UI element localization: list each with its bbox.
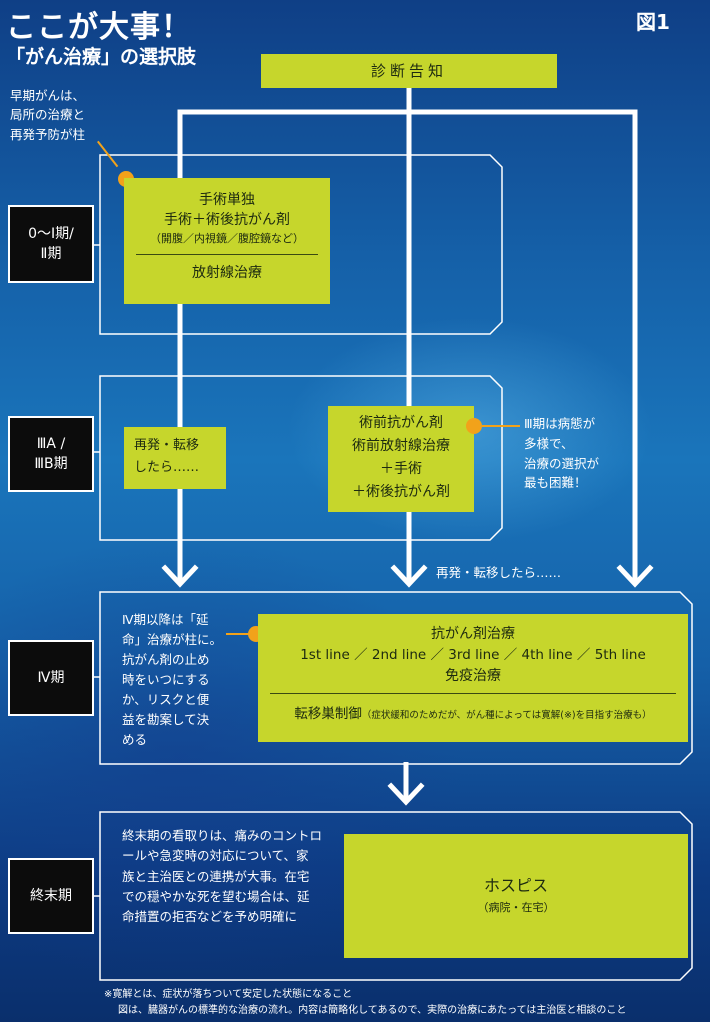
frame-stage3 [99,375,503,541]
early-treatment-methods: （開腹／内視鏡／腹腔鏡など） [150,232,304,245]
stage4-chemo: 抗がん剤治療 [431,626,515,642]
frame-early [99,154,503,335]
arrowhead-center [390,564,428,588]
stage3-treatment-box: 術前抗がん剤 術前放射線治療 ＋手術 ＋術後抗がん剤 [328,406,474,512]
hospice-box: ホスピス （病院・在宅） [344,834,688,958]
arrowhead-right [616,564,654,588]
header-title: ここが大事！ [6,10,192,45]
stage3-recurrence-box: 再発・転移 したら…… [124,427,226,489]
recurrence-label: 再発・転移したら…… [436,565,562,580]
stage4-metastasis-main: 転移巣制御 [294,706,362,722]
hospice-sub: （病院・在宅） [477,901,555,914]
figure-label: 図1 [636,10,670,34]
early-stage-note: 早期がんは、 局所の治療と 再発予防が柱 [10,88,86,142]
arrowhead-terminal [387,782,425,806]
early-treatment-divider [136,254,318,255]
header-subtitle: 「がん治療」の選択肢 [6,46,197,68]
early-treatment-surgery: 手術単独 [199,192,255,208]
stage4-divider [270,693,676,694]
stage4-metastasis-control: 転移巣制御（症状緩和のためだが、がん種によっては寛解(※)を目指す治療も） [258,702,688,722]
terminal-note: 終末期の看取りは、痛みのコントロ ールや急変時の対応について、家 族と主治医との… [122,828,323,924]
footnote-remission: ※寛解とは、症状が落ちついて安定した状態になること [104,989,353,1000]
frame-terminal [99,811,693,981]
stage3-note: Ⅲ期は病態が 多様で、 治療の選択が 最も困難！ [524,416,600,491]
footnote-disclaimer: 図は、臓器がんの標準的な治療の流れ。内容は簡略化してあるので、実際の治療にあたっ… [118,1005,627,1016]
early-treatment-surgery-chemo: 手術＋術後抗がん剤 [164,212,290,228]
early-treatment-box: 手術単独 手術＋術後抗がん剤 （開腹／内視鏡／腹腔鏡など） 放射線治療 [124,178,330,304]
stage4-note: Ⅳ期以降は「延 命」治療が柱に。 抗がん剤の止め 時をいつにする か、リスクと便… [122,612,223,747]
hospice-title: ホスピス [483,876,548,895]
stage-label-early: 0〜Ⅰ期/ Ⅱ期 [8,205,94,283]
stage4-treatment-box: 抗がん剤治療 1st line ／ 2nd line ／ 3rd line ／ … [258,614,688,742]
frame-stage4 [99,591,693,765]
stage-label-4: Ⅳ期 [8,640,94,716]
diagnosis-box: 診断告知 [261,54,557,88]
stage4-lines: 1st line ／ 2nd line ／ 3rd line ／ 4th lin… [300,647,646,663]
stage-label-terminal: 終末期 [8,858,94,934]
arrowhead-left [161,564,199,588]
stage4-metastasis-sub: （症状緩和のためだが、がん種によっては寛解(※)を目指す治療も） [361,710,652,721]
stage4-note-pointer [226,633,252,635]
stage3-note-dot [466,418,482,434]
stage3-note-pointer [482,425,520,427]
early-treatment-radiation: 放射線治療 [192,265,262,281]
stage-label-3: ⅢA / ⅢB期 [8,416,94,492]
stage4-immunotherapy: 免疫治療 [445,668,501,684]
